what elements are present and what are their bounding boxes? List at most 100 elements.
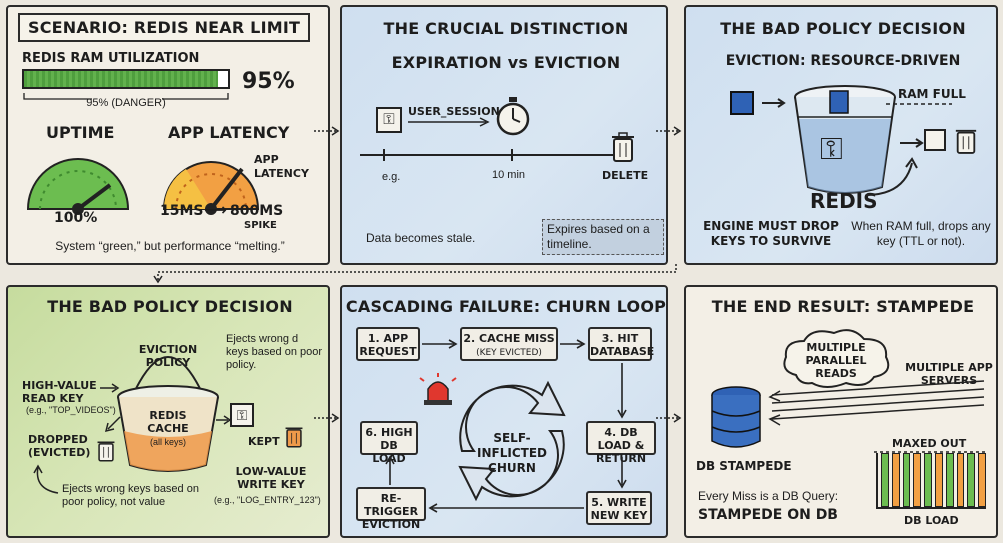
parallel-arrows: [768, 380, 985, 426]
when-text: When RAM full, drops any key (TTL or not…: [851, 219, 991, 248]
panel-title: THE END RESULT: STAMPEDE: [711, 297, 975, 316]
db-load-chart: [876, 453, 986, 509]
ram-full-line: [886, 103, 952, 105]
alarm-icon: [419, 373, 457, 405]
key-block-icon: [730, 91, 754, 115]
connector-arrow: [314, 126, 340, 136]
latency-spike: SPIKE: [244, 220, 277, 231]
arrow-out-bucket: [900, 138, 924, 148]
trash-icon: [285, 427, 303, 448]
low-value-label: LOW-VALUE WRITE KEY: [235, 465, 307, 491]
step-sub: (KEY EVICTED): [476, 348, 542, 358]
dropped-label: DROPPED (EVICTED): [28, 433, 91, 459]
step-label: 1. APP REQUEST: [359, 332, 417, 358]
caption: System “green,” but performance “melting…: [55, 239, 285, 253]
maxed-label: MAXED OUT: [892, 437, 967, 450]
panel-stampede: THE END RESULT: STAMPEDE MULTIPLE PARALL…: [684, 285, 998, 538]
curved-arrow: [865, 157, 918, 196]
panel-title: CASCADING FAILURE: CHURN LOOP: [345, 297, 667, 316]
key-arrow: [408, 117, 490, 127]
panel-scenario: SCENARIO: REDIS NEAR LIMIT REDIS RAM UTI…: [6, 5, 330, 265]
cache-label: REDIS CACHE: [147, 409, 189, 435]
connector-arrow: [656, 413, 682, 423]
stopwatch-icon: [496, 97, 530, 136]
panel-title: THE BAD POLICY DECISION: [47, 297, 293, 316]
evicted-key-icon: [924, 129, 946, 151]
ram-full-label: RAM FULL: [898, 87, 966, 101]
trash-icon: [97, 441, 115, 462]
cloud-icon: [783, 329, 890, 388]
bar: [934, 453, 943, 507]
cache-bucket: [117, 356, 219, 472]
bar: [967, 453, 976, 507]
latency-sub: APP LATENCY: [254, 153, 309, 180]
panel-title: THE BAD POLICY DECISION: [720, 19, 966, 38]
kept-label: KEPT: [248, 435, 280, 448]
timeline: [360, 148, 630, 162]
panel-title: THE CRUCIAL DISTINCTION: [383, 19, 629, 38]
flow-arrows: [385, 339, 627, 513]
arrow-to-dropped: [104, 416, 121, 433]
ram-note-bracket: [23, 93, 229, 100]
bar: [978, 453, 986, 507]
step-label: 6. HIGH DB LOAD: [365, 426, 413, 465]
db-load-label: DB LOAD: [904, 514, 959, 527]
key-icon: ⚿: [230, 403, 254, 427]
panel-subtitle: EVICTION: RESOURCE-DRIVEN: [725, 53, 961, 69]
maxed-line: [874, 451, 986, 453]
bar: [956, 453, 965, 507]
uptime-label: UPTIME: [46, 123, 115, 142]
miss-text: Every Miss is a DB Query:: [698, 489, 839, 503]
arrow-to-bucket: [100, 383, 120, 393]
ram-bar: [22, 69, 230, 89]
ram-note: 95% (DANGER): [86, 97, 166, 109]
step-label: 2. CACHE MISS: [463, 332, 555, 345]
expires-note: Expires based on a timeline.: [542, 219, 664, 255]
ram-bar-fill: [24, 71, 218, 87]
db-label: DB STAMPEDE: [696, 459, 792, 473]
connector-arrow: [314, 413, 340, 423]
delete-label: DELETE: [602, 169, 649, 182]
trash-icon: [955, 129, 977, 154]
ram-label: REDIS RAM UTILIZATION: [22, 51, 200, 66]
policy-label: EVICTION POLICY: [138, 343, 198, 369]
step-db-load-return: 4. DB LOAD & RETURN: [586, 421, 656, 465]
key-label: USER_SESSION: [408, 105, 500, 118]
uptime-gauge: [26, 158, 130, 215]
low-value-eg: (e.g., "LOG_ENTRY_123"): [214, 495, 321, 505]
arrow-right-icon: ⟶: [204, 200, 227, 219]
bar: [913, 453, 922, 507]
key-icon: ⚿: [376, 107, 402, 133]
key-icon: ⚿: [820, 133, 843, 166]
latency-gauge: [162, 161, 260, 215]
step-app-request: 1. APP REQUEST: [356, 327, 420, 361]
panel-eviction: THE BAD POLICY DECISION EVICTION: RESOUR…: [684, 5, 998, 265]
step-write-new-key: 5. WRITE NEW KEY: [586, 491, 652, 525]
ttl-label: 10 min: [492, 169, 526, 181]
panel-title: SCENARIO: REDIS NEAR LIMIT: [18, 13, 311, 42]
latency-label: APP LATENCY: [168, 123, 290, 142]
ejects-bottom: Ejects wrong keys based on poor policy, …: [62, 483, 199, 508]
trash-icon: [612, 132, 634, 162]
step-label: 5. WRITE NEW KEY: [590, 496, 648, 522]
redis-label: REDIS: [810, 189, 878, 213]
cloud-label: MULTIPLE PARALLEL READS: [805, 341, 867, 380]
churn-center: SELF-INFLICTED CHURN: [477, 431, 547, 475]
connector-arrow: [656, 126, 682, 136]
uptime-value: 100%: [54, 210, 98, 226]
ram-percent: 95%: [242, 69, 295, 94]
arrow-into-bucket: [762, 98, 786, 108]
latency-to: 800ms: [230, 203, 284, 219]
step-hit-database: 3. HIT DATABASE: [588, 327, 655, 361]
cache-sub: (all keys): [149, 437, 186, 447]
panel-bad-policy: THE BAD POLICY DECISION EVICTION POLICY …: [6, 285, 330, 538]
step-label: 3. HIT DATABASE: [590, 332, 655, 358]
high-value-eg: (e.g., "TOP_VIDEOS"): [26, 405, 116, 415]
connector-arrow: [153, 264, 677, 284]
eg-label: e.g.: [382, 171, 401, 183]
bar: [891, 453, 900, 507]
step-label: RE-TRIGGER EVICTION: [361, 492, 421, 531]
step-high-db-load: 6. HIGH DB LOAD: [360, 421, 418, 465]
panel-subtitle: EXPIRATION vs EVICTION: [391, 53, 621, 72]
redis-bucket: [794, 85, 896, 194]
